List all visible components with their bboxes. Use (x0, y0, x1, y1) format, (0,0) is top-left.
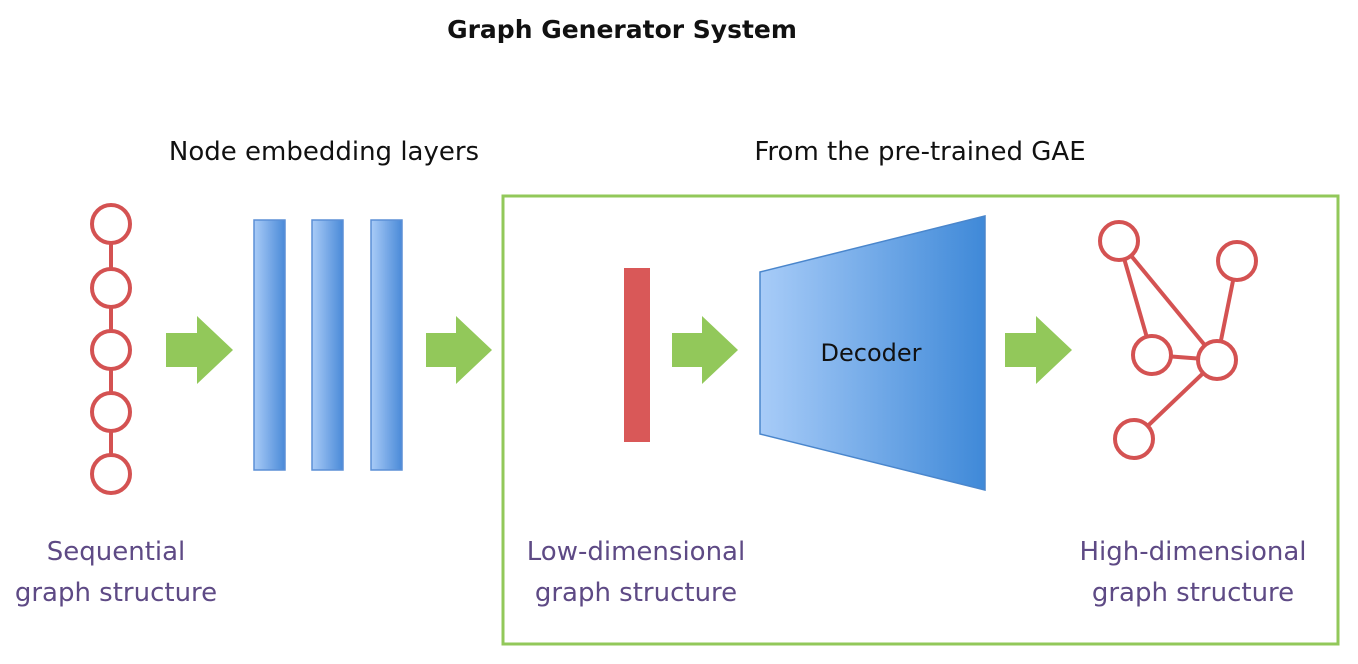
graph-node (1113, 418, 1155, 460)
diagram-title: Graph Generator System (447, 15, 797, 44)
graph-edge (1117, 239, 1219, 362)
graph-node (90, 391, 132, 433)
pretrained-gae-box (501, 194, 1340, 646)
low-dim-caption-line2: graph structure (535, 578, 737, 608)
high-dim-caption-line2: graph structure (1092, 578, 1294, 608)
graph-node (1098, 220, 1140, 262)
latent-vector-bar (624, 268, 650, 442)
sequential-caption-line1: Sequential (47, 537, 186, 567)
sequential-caption-line2: graph structure (15, 578, 217, 608)
decoder-label: Decoder (821, 339, 922, 367)
graph-node (90, 329, 132, 371)
flow-arrow-icon (672, 316, 738, 384)
high-dim-graph (1098, 220, 1258, 460)
low-dim-caption-line1: Low-dimensional (527, 537, 745, 567)
graph-node (90, 203, 132, 245)
node-embedding-heading: Node embedding layers (169, 137, 479, 167)
embedding-layer-bar (370, 219, 403, 471)
graph-node (90, 453, 132, 495)
decoder-block (759, 215, 986, 491)
graph-node (1196, 339, 1238, 381)
embedding-layer-bar (253, 219, 286, 471)
high-dim-caption-line1: High-dimensional (1080, 537, 1307, 567)
embedding-layers (253, 219, 403, 471)
flow-arrow-icon (426, 316, 492, 384)
sequential-graph (90, 203, 132, 495)
flow-arrow-icon (1005, 316, 1072, 384)
embedding-layer-bar (311, 219, 344, 471)
flow-arrow-icon (166, 316, 233, 384)
graph-node (1131, 334, 1173, 376)
graph-node (1216, 240, 1258, 282)
pretrained-gae-heading: From the pre-trained GAE (754, 137, 1085, 167)
graph-node (90, 267, 132, 309)
